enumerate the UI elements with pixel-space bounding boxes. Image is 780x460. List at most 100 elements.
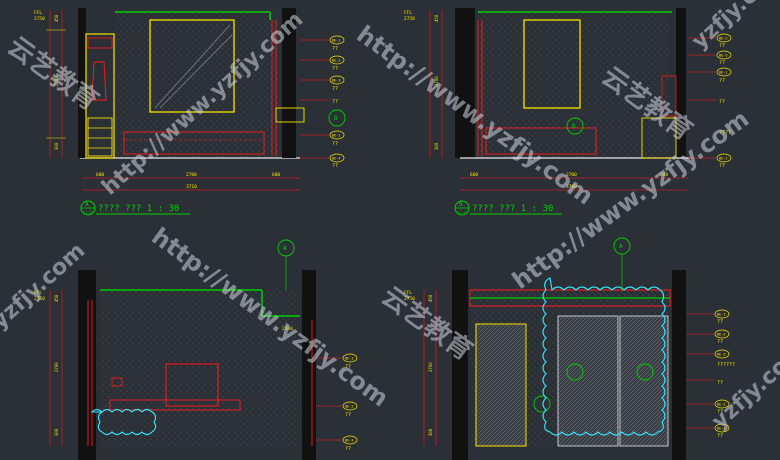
- panel-c-lamp: [111, 377, 123, 387]
- panel-c-right-wall: [302, 270, 316, 460]
- panel-c-dim-left-label: 300: [54, 428, 59, 436]
- panel-c-callout-tag: BE-3: [345, 439, 353, 443]
- panel-d-callout-tag: BE-3: [717, 353, 725, 357]
- panel-b-title: ???? ??? 1 : 30: [472, 204, 553, 214]
- panel-a-level-label: FFL: [34, 10, 42, 16]
- panel-a-wardrobe: [85, 33, 115, 159]
- panel-d-callouts: BE-1 BE-2 BE-3 BE-2 BE-4 ?? ?? ?????? ??…: [686, 309, 735, 439]
- panel-c-level-label: FFL: [34, 290, 42, 296]
- panel-a-callout-text: ??: [332, 141, 338, 147]
- panel-b-marker-sub: 11-03: [457, 211, 468, 215]
- panel-a-dim-total: 3710: [186, 184, 197, 190]
- panel-d-marker: [636, 363, 654, 381]
- panel-b-callouts: BE-2 BE-3 BE-1 BE-1 ?? ?? ?? ?? ???? ?? …: [566, 33, 732, 169]
- panel-b-dim-bottom-label: 2700: [566, 172, 577, 178]
- panel-b-dim-left-label: 2700: [434, 76, 439, 86]
- panel-c-dim-left-label: 450: [54, 294, 59, 302]
- panel-b-callout-text: ??: [719, 43, 725, 49]
- panel-b-window: [523, 19, 581, 109]
- panel-a-callout-text: ??: [332, 163, 338, 169]
- panel-d-right-wall: [672, 270, 686, 460]
- panel-a-wardrobe-top: [87, 37, 113, 49]
- panel-a-callout-text: ??: [332, 99, 338, 105]
- panel-a-window-diag: [159, 34, 233, 109]
- panel-d-section-letter: A: [619, 243, 623, 250]
- panel-c-section-letter: A: [283, 245, 287, 252]
- panel-a-window-diag: [154, 24, 231, 109]
- panel-a-callout-tag: BE-2: [332, 59, 340, 63]
- panel-d-dim-left-label: 450: [428, 294, 433, 302]
- panel-a-callout-text: ??: [332, 86, 338, 92]
- panel-a-left-wall: [78, 8, 86, 158]
- panel-a-dim-bottom-label: 600: [96, 172, 104, 178]
- panel-a-callout-tag: BE-3: [332, 79, 340, 83]
- panel-a-bed: [123, 131, 265, 155]
- panel-b-dim-total: 3700: [566, 184, 577, 190]
- panel-d-callout-text: ??: [717, 409, 723, 415]
- panel-c-desk: [109, 399, 241, 411]
- panel-a-right-wall: [282, 8, 296, 158]
- panel-c-dim-left-label: 2700: [54, 362, 59, 372]
- panel-b-callout-tag: BE-1: [719, 71, 727, 75]
- panel-a-callout-tag: BE-1: [332, 39, 340, 43]
- panel-b-shelf: [661, 75, 677, 117]
- panel-b-right-wall: [676, 8, 686, 158]
- panel-b-callout-text: ??: [719, 99, 725, 105]
- panel-d-elevation: FFL 2750 450 2700 300 A BE-1 BE-2 BE-3 B…: [404, 237, 735, 460]
- panel-a-dim-bottom-label: 2700: [186, 172, 197, 178]
- panel-d-revision-cloud: [542, 277, 666, 436]
- panel-c-revision-cloud: [90, 408, 157, 436]
- panel-b-callout-tag: BE-1: [719, 157, 727, 161]
- panel-b-bed: [485, 127, 597, 155]
- panel-d-callout-text: ??: [717, 380, 723, 386]
- panel-a-callout-tag: BE-4: [332, 157, 340, 161]
- svg-text:B: B: [334, 115, 338, 122]
- panel-d-marker: [566, 363, 584, 381]
- panel-b-callout-text: ??: [719, 78, 725, 84]
- panel-c-callout-tag: BE-2: [345, 405, 353, 409]
- panel-a-dim-left-label: 450: [54, 14, 59, 22]
- panel-a-drawers: [87, 117, 113, 157]
- watermark-corner: yzfjy.com: [0, 238, 90, 334]
- panel-d-callout-text: ??: [717, 319, 723, 325]
- panel-c-callout-text: ??: [345, 364, 351, 370]
- panel-a-callout-text: ??: [332, 66, 338, 72]
- panel-a-window: [149, 19, 235, 113]
- panel-b-left-wall: [455, 8, 475, 158]
- panel-d-callout-text: ??: [717, 339, 723, 345]
- panel-a-marker-letter: A: [85, 201, 89, 208]
- panel-b-marker-letter: B: [459, 201, 463, 208]
- panel-c-level-value: 2750: [34, 296, 45, 302]
- panel-d-door: [475, 323, 527, 447]
- panel-d-dim-left-label: 2700: [428, 362, 433, 372]
- svg-text:B: B: [572, 123, 576, 130]
- panel-b-desk: [641, 117, 677, 159]
- panel-b-callout-tag: BE-3: [719, 54, 727, 58]
- panel-c-left-wall: [78, 270, 96, 460]
- panel-d-callout-tag: BE-1: [717, 313, 725, 317]
- panel-b-callout-text: ????: [719, 130, 731, 136]
- panel-b-elevation: FFL 2750 450 2700 300 600 2700 500 3700 …: [404, 8, 732, 216]
- panel-a-dim-bottom-label: 600: [272, 172, 280, 178]
- panel-d-wardrobe-screen: [557, 315, 619, 447]
- panel-d-wardrobe-right: [619, 315, 669, 447]
- panel-a-level-value: 2750: [34, 16, 45, 22]
- panel-b-callout-tag: BE-2: [719, 37, 727, 41]
- panel-b-callout-text: ??: [719, 163, 725, 169]
- panel-a-dim-left-label: 2700: [54, 76, 59, 86]
- panel-a-dim-left-label: 300: [54, 142, 59, 150]
- panel-c-elevation: FFL 2750 2300 450 2700 300 A BE-1 BE-2 B…: [34, 239, 358, 460]
- panel-d-level-label: FFL: [404, 290, 412, 296]
- panel-d-callout-text: ??????: [717, 362, 735, 368]
- watermark-brand: 云艺教育: [2, 31, 104, 117]
- panel-b-dim-left-label: 300: [434, 142, 439, 150]
- panel-a-side-cabinet: [275, 107, 305, 123]
- panel-d-callout-text: ??: [717, 433, 723, 439]
- panel-c-callout-tag: BE-1: [345, 357, 353, 361]
- panel-b-level-value: 2750: [404, 16, 415, 22]
- panel-d-left-wall: [452, 270, 468, 460]
- panel-b-dim-bottom-label: 500: [660, 172, 668, 178]
- panel-a-marker-sub: 11-03: [83, 211, 94, 215]
